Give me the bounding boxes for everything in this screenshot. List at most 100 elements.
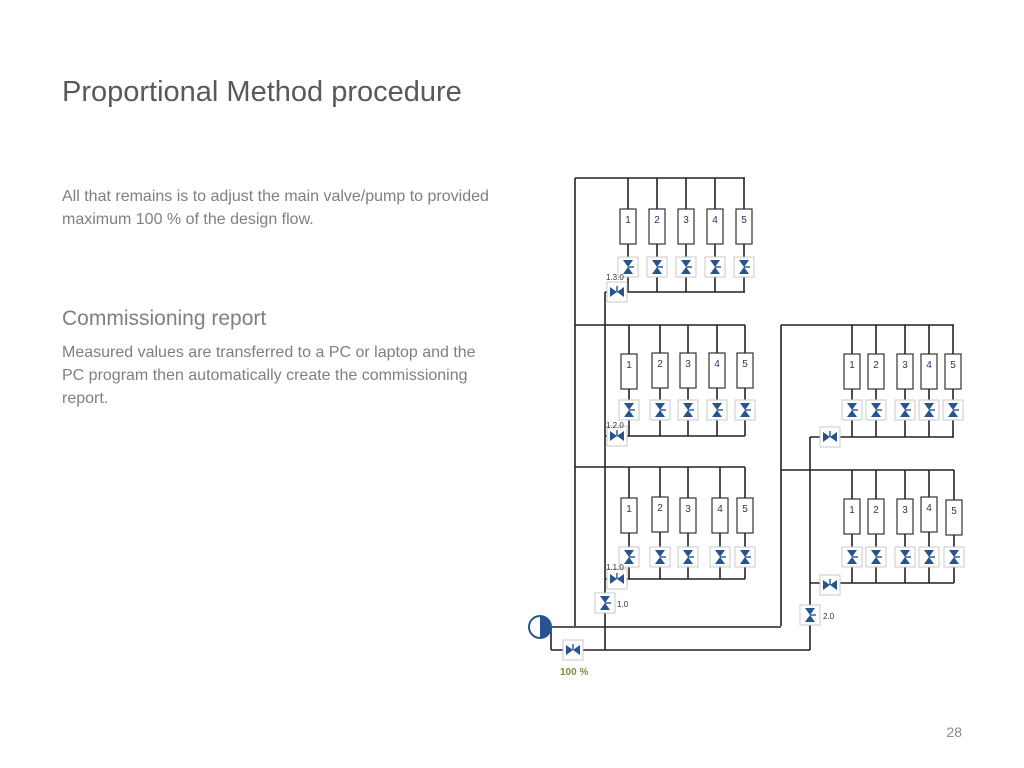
- terminal-unit-label: 2: [657, 359, 663, 370]
- valve-label-2-0: 2.0: [823, 612, 835, 621]
- balancing-valve-icon: [704, 256, 726, 278]
- terminal-unit: 4: [920, 496, 938, 533]
- balancing-valve-icon: [918, 546, 940, 568]
- valve-label-1-3-0: 1.3.0: [606, 273, 624, 282]
- terminal-unit-label: 4: [714, 359, 720, 370]
- terminal-unit: 1: [620, 497, 638, 534]
- terminal-unit-label: 1: [626, 360, 632, 371]
- balancing-valve-icon: [677, 399, 699, 421]
- terminal-unit: 3: [896, 498, 914, 535]
- commissioning-report-paragraph: Measured values are transferred to a PC …: [62, 344, 476, 407]
- balancing-valve-icon: [865, 546, 887, 568]
- valve-labels: 1.3.0 1.2.0 1.1.0 1.0 2.0 100 %: [560, 273, 835, 678]
- balancing-valve-icon: [606, 425, 628, 447]
- balancing-valve-icon: [677, 546, 699, 568]
- valve-label-1-1-0: 1.1.0: [606, 563, 624, 572]
- terminal-unit: 4: [706, 208, 724, 245]
- terminal-unit-label: 4: [712, 215, 718, 226]
- balancing-valve-icon: [675, 256, 697, 278]
- terminal-unit-label: 4: [926, 503, 932, 514]
- terminal-unit: 3: [896, 353, 914, 390]
- terminal-unit: 2: [651, 496, 669, 533]
- balancing-valve-icon: [942, 399, 964, 421]
- terminal-unit-label: 3: [683, 215, 689, 226]
- balancing-valve-icon: [841, 546, 863, 568]
- balancing-valve-icon: [649, 399, 671, 421]
- terminal-unit-label: 5: [950, 360, 956, 371]
- balancing-valve-icon: [649, 546, 671, 568]
- terminal-unit-label: 5: [951, 506, 957, 517]
- terminal-unit-label: 2: [654, 215, 660, 226]
- terminal-unit: 1: [620, 353, 638, 390]
- balancing-valve-icon: [709, 546, 731, 568]
- terminal-unit-label: 4: [926, 360, 932, 371]
- terminal-unit: 5: [736, 352, 754, 389]
- terminal-unit-label: 1: [849, 505, 855, 516]
- terminal-unit: 2: [867, 498, 885, 535]
- balancing-valve-icon: [562, 639, 584, 661]
- balancing-valve-icon: [865, 399, 887, 421]
- balancing-valve-icon: [618, 399, 640, 421]
- balancing-valve-icon: [646, 256, 668, 278]
- terminal-branches: [627, 178, 955, 583]
- terminal-units: 1 2 3 4 5 1 2 3 4 5 1 2 3 4 5 1 2 3 4 5 1 2 3 4 5: [619, 208, 963, 536]
- balancing-valve-icon: [894, 546, 916, 568]
- terminal-unit-label: 3: [685, 504, 691, 515]
- terminal-unit-label: 1: [849, 360, 855, 371]
- balancing-valve-icon: [841, 399, 863, 421]
- balancing-valve-icon: [799, 604, 821, 626]
- terminal-unit: 3: [679, 352, 697, 389]
- terminal-unit-label: 5: [742, 359, 748, 370]
- terminal-unit: 2: [651, 352, 669, 389]
- terminal-unit: 5: [736, 497, 754, 534]
- main-valve-label: 100 %: [560, 667, 588, 678]
- balancing-valve-icon: [618, 546, 640, 568]
- terminal-unit-label: 3: [902, 360, 908, 371]
- balancing-valve-icon: [819, 574, 841, 596]
- page-number: 28: [946, 724, 962, 740]
- terminal-unit-label: 3: [902, 505, 908, 516]
- terminal-unit-label: 5: [741, 215, 747, 226]
- commissioning-report-heading: Commissioning report: [62, 307, 267, 330]
- intro-paragraph: All that remains is to adjust the main v…: [62, 188, 489, 228]
- balancing-valve-icon: [943, 546, 965, 568]
- terminal-unit: 1: [843, 498, 861, 535]
- terminal-unit: 1: [619, 208, 637, 245]
- terminal-unit: 4: [708, 352, 726, 389]
- terminal-unit: 3: [677, 208, 695, 245]
- terminal-unit-label: 1: [626, 504, 632, 515]
- pump-icon: [528, 615, 552, 639]
- balancing-valve-icon: [734, 399, 756, 421]
- terminal-unit: 5: [945, 499, 963, 536]
- valve-label-1-2-0: 1.2.0: [606, 421, 624, 430]
- balancing-valve-icon: [894, 399, 916, 421]
- terminal-unit-label: 3: [685, 359, 691, 370]
- balancing-valve-icon: [594, 592, 616, 614]
- balancing-valve-icon: [918, 399, 940, 421]
- terminal-unit: 1: [843, 353, 861, 390]
- terminal-unit: 2: [867, 353, 885, 390]
- slide-title: Proportional Method procedure: [62, 76, 462, 108]
- balancing-valve-icon: [733, 256, 755, 278]
- balancing-valve-icon: [734, 546, 756, 568]
- balancing-valve-icon: [617, 256, 639, 278]
- balancing-valve-icon: [606, 281, 628, 303]
- balancing-valves: [562, 256, 965, 661]
- terminal-unit-label: 2: [873, 505, 879, 516]
- balancing-valve-icon: [706, 399, 728, 421]
- balancing-valve-icon: [606, 568, 628, 590]
- terminal-unit-label: 1: [625, 215, 631, 226]
- terminal-unit: 3: [679, 497, 697, 534]
- terminal-unit-label: 2: [657, 503, 663, 514]
- terminal-unit: 5: [944, 353, 962, 390]
- terminal-unit: 5: [735, 208, 753, 245]
- balancing-valve-icon: [819, 426, 841, 448]
- terminal-unit-label: 5: [742, 504, 748, 515]
- valve-label-1-0: 1.0: [617, 600, 629, 609]
- terminal-unit-label: 2: [873, 360, 879, 371]
- terminal-unit: 4: [920, 353, 938, 390]
- terminal-unit: 2: [648, 208, 666, 245]
- terminal-unit: 4: [711, 497, 729, 534]
- terminal-unit-label: 4: [717, 504, 723, 515]
